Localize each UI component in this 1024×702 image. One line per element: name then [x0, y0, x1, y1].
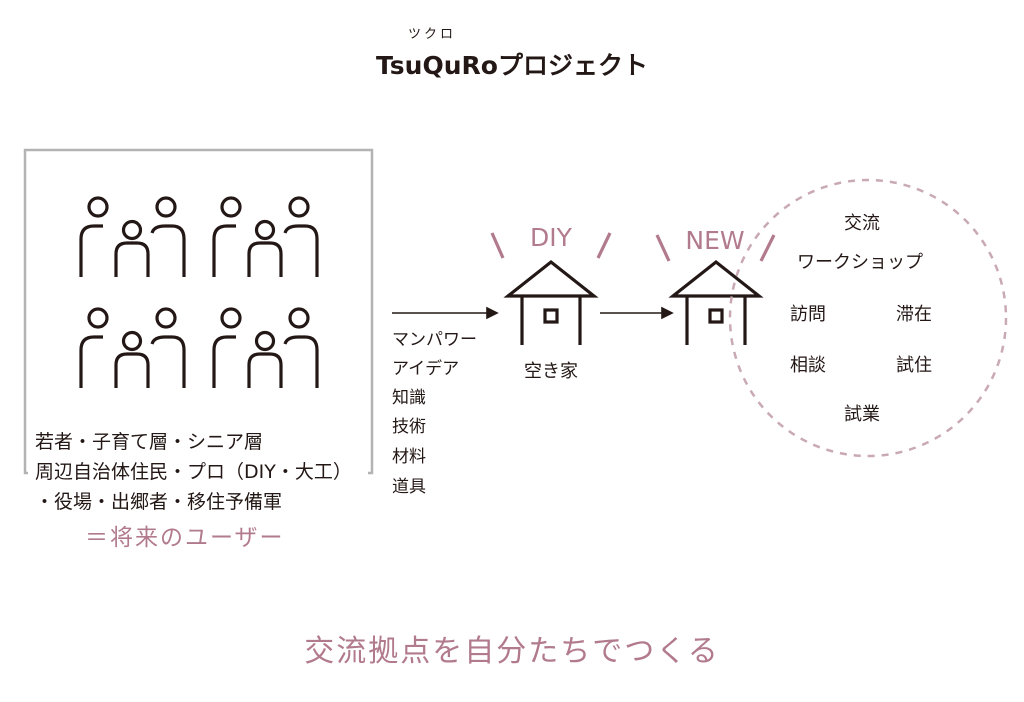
- activities-circle: [728, 178, 1008, 458]
- activity-exchange: 交流: [844, 213, 880, 234]
- resource-item: 材料: [392, 447, 426, 467]
- arrow-icon: [392, 306, 499, 320]
- people-group-icon: [79, 307, 186, 390]
- activity-visit: 訪問: [790, 304, 826, 325]
- activity-trial-business: 試業: [844, 404, 880, 425]
- users-line: 若者・子育て層・シニア層: [35, 431, 264, 453]
- resource-item: マンパワー: [392, 330, 477, 350]
- users-summary: ＝将来のユーザー: [85, 525, 285, 551]
- activity-consult: 相談: [790, 355, 826, 376]
- page-title: TsuQuRoプロジェクト: [376, 51, 648, 80]
- new-house-icon: [671, 260, 761, 347]
- resource-item: アイデア: [392, 359, 460, 379]
- new-tag: NEW: [685, 226, 745, 255]
- people-group-icon: [212, 307, 319, 390]
- people-group-icon: [212, 196, 319, 279]
- activity-trial-living: 試住: [896, 355, 932, 376]
- users-line: 周辺自治体住民・プロ（DIY・大工）: [35, 461, 352, 483]
- users-line: ・役場・出郷者・移住予備軍: [35, 491, 283, 513]
- resource-item: 技術: [392, 417, 426, 437]
- resource-item: 知識: [392, 388, 426, 408]
- caption: 交流拠点を自分たちでつくる: [304, 634, 720, 669]
- resource-item: 道具: [392, 477, 426, 497]
- diy-tag: DIY: [530, 223, 572, 252]
- vacant-house-icon: [506, 260, 596, 347]
- users-frame: [23, 148, 374, 475]
- activity-workshop: ワークショップ: [797, 252, 923, 273]
- sparkle-lines-icon: [490, 232, 776, 262]
- people-group-icon: [79, 196, 186, 279]
- arrow-icon: [600, 306, 674, 320]
- vacant-house-label: 空き家: [524, 361, 578, 382]
- activity-stay: 滞在: [896, 304, 932, 325]
- title-ruby: ツクロ: [407, 27, 457, 42]
